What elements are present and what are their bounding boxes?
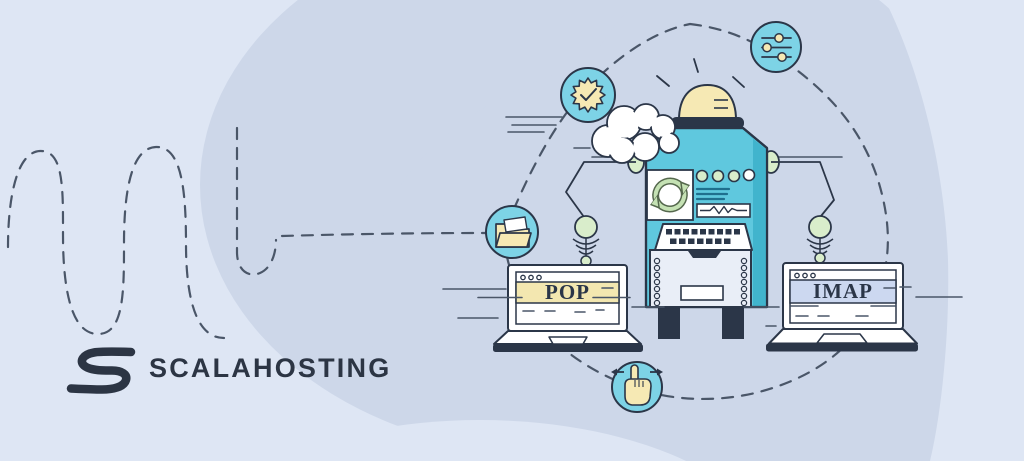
logo-wordmark: SCALAHOSTING: [149, 353, 391, 383]
decor-squiggle: [6, 126, 488, 340]
pop-laptop: POP: [442, 264, 665, 352]
robot-leg-right: [722, 300, 744, 339]
logo-s-mark: [66, 347, 136, 394]
imap-base-bar: [766, 343, 918, 352]
tray-slot: [680, 285, 724, 301]
robot-leg-left: [658, 300, 680, 339]
settings-badge-icon: [560, 67, 616, 123]
scalahosting-logo: SCALAHOSTING: [66, 347, 391, 394]
antenna-connector-left: [565, 161, 636, 267]
cloud-icon: [591, 103, 680, 164]
panel-text-lines: [695, 187, 731, 201]
keyboard-vents: [654, 223, 753, 251]
mail-server-robot: [565, 58, 835, 339]
folder-icon: [485, 205, 539, 259]
pop-content-lines: [522, 309, 605, 313]
swipe-arrows: [611, 368, 663, 376]
sync-icon: [646, 169, 694, 221]
imap-laptop: IMAP: [743, 262, 963, 352]
swipe-hand-icon: [611, 361, 663, 413]
robot-body-shade: [742, 130, 766, 306]
imap-content-lines: [790, 305, 896, 317]
document-sheet: [503, 216, 528, 233]
waveform-display: [696, 203, 751, 218]
pop-label: POP: [545, 280, 590, 304]
decor-ring: [504, 22, 889, 401]
pop-base-bar: [493, 344, 643, 352]
window-controls: [520, 274, 542, 281]
alarm-light-icon: [656, 58, 745, 129]
check-icon: [580, 88, 597, 101]
imap-banner: [789, 279, 897, 304]
antenna-connector-right: [771, 161, 835, 264]
sliders-icon: [750, 21, 802, 73]
status-dots: [695, 168, 756, 183]
imap-label: IMAP: [813, 279, 873, 303]
output-tray: [649, 249, 752, 308]
window-controls: [794, 272, 816, 279]
